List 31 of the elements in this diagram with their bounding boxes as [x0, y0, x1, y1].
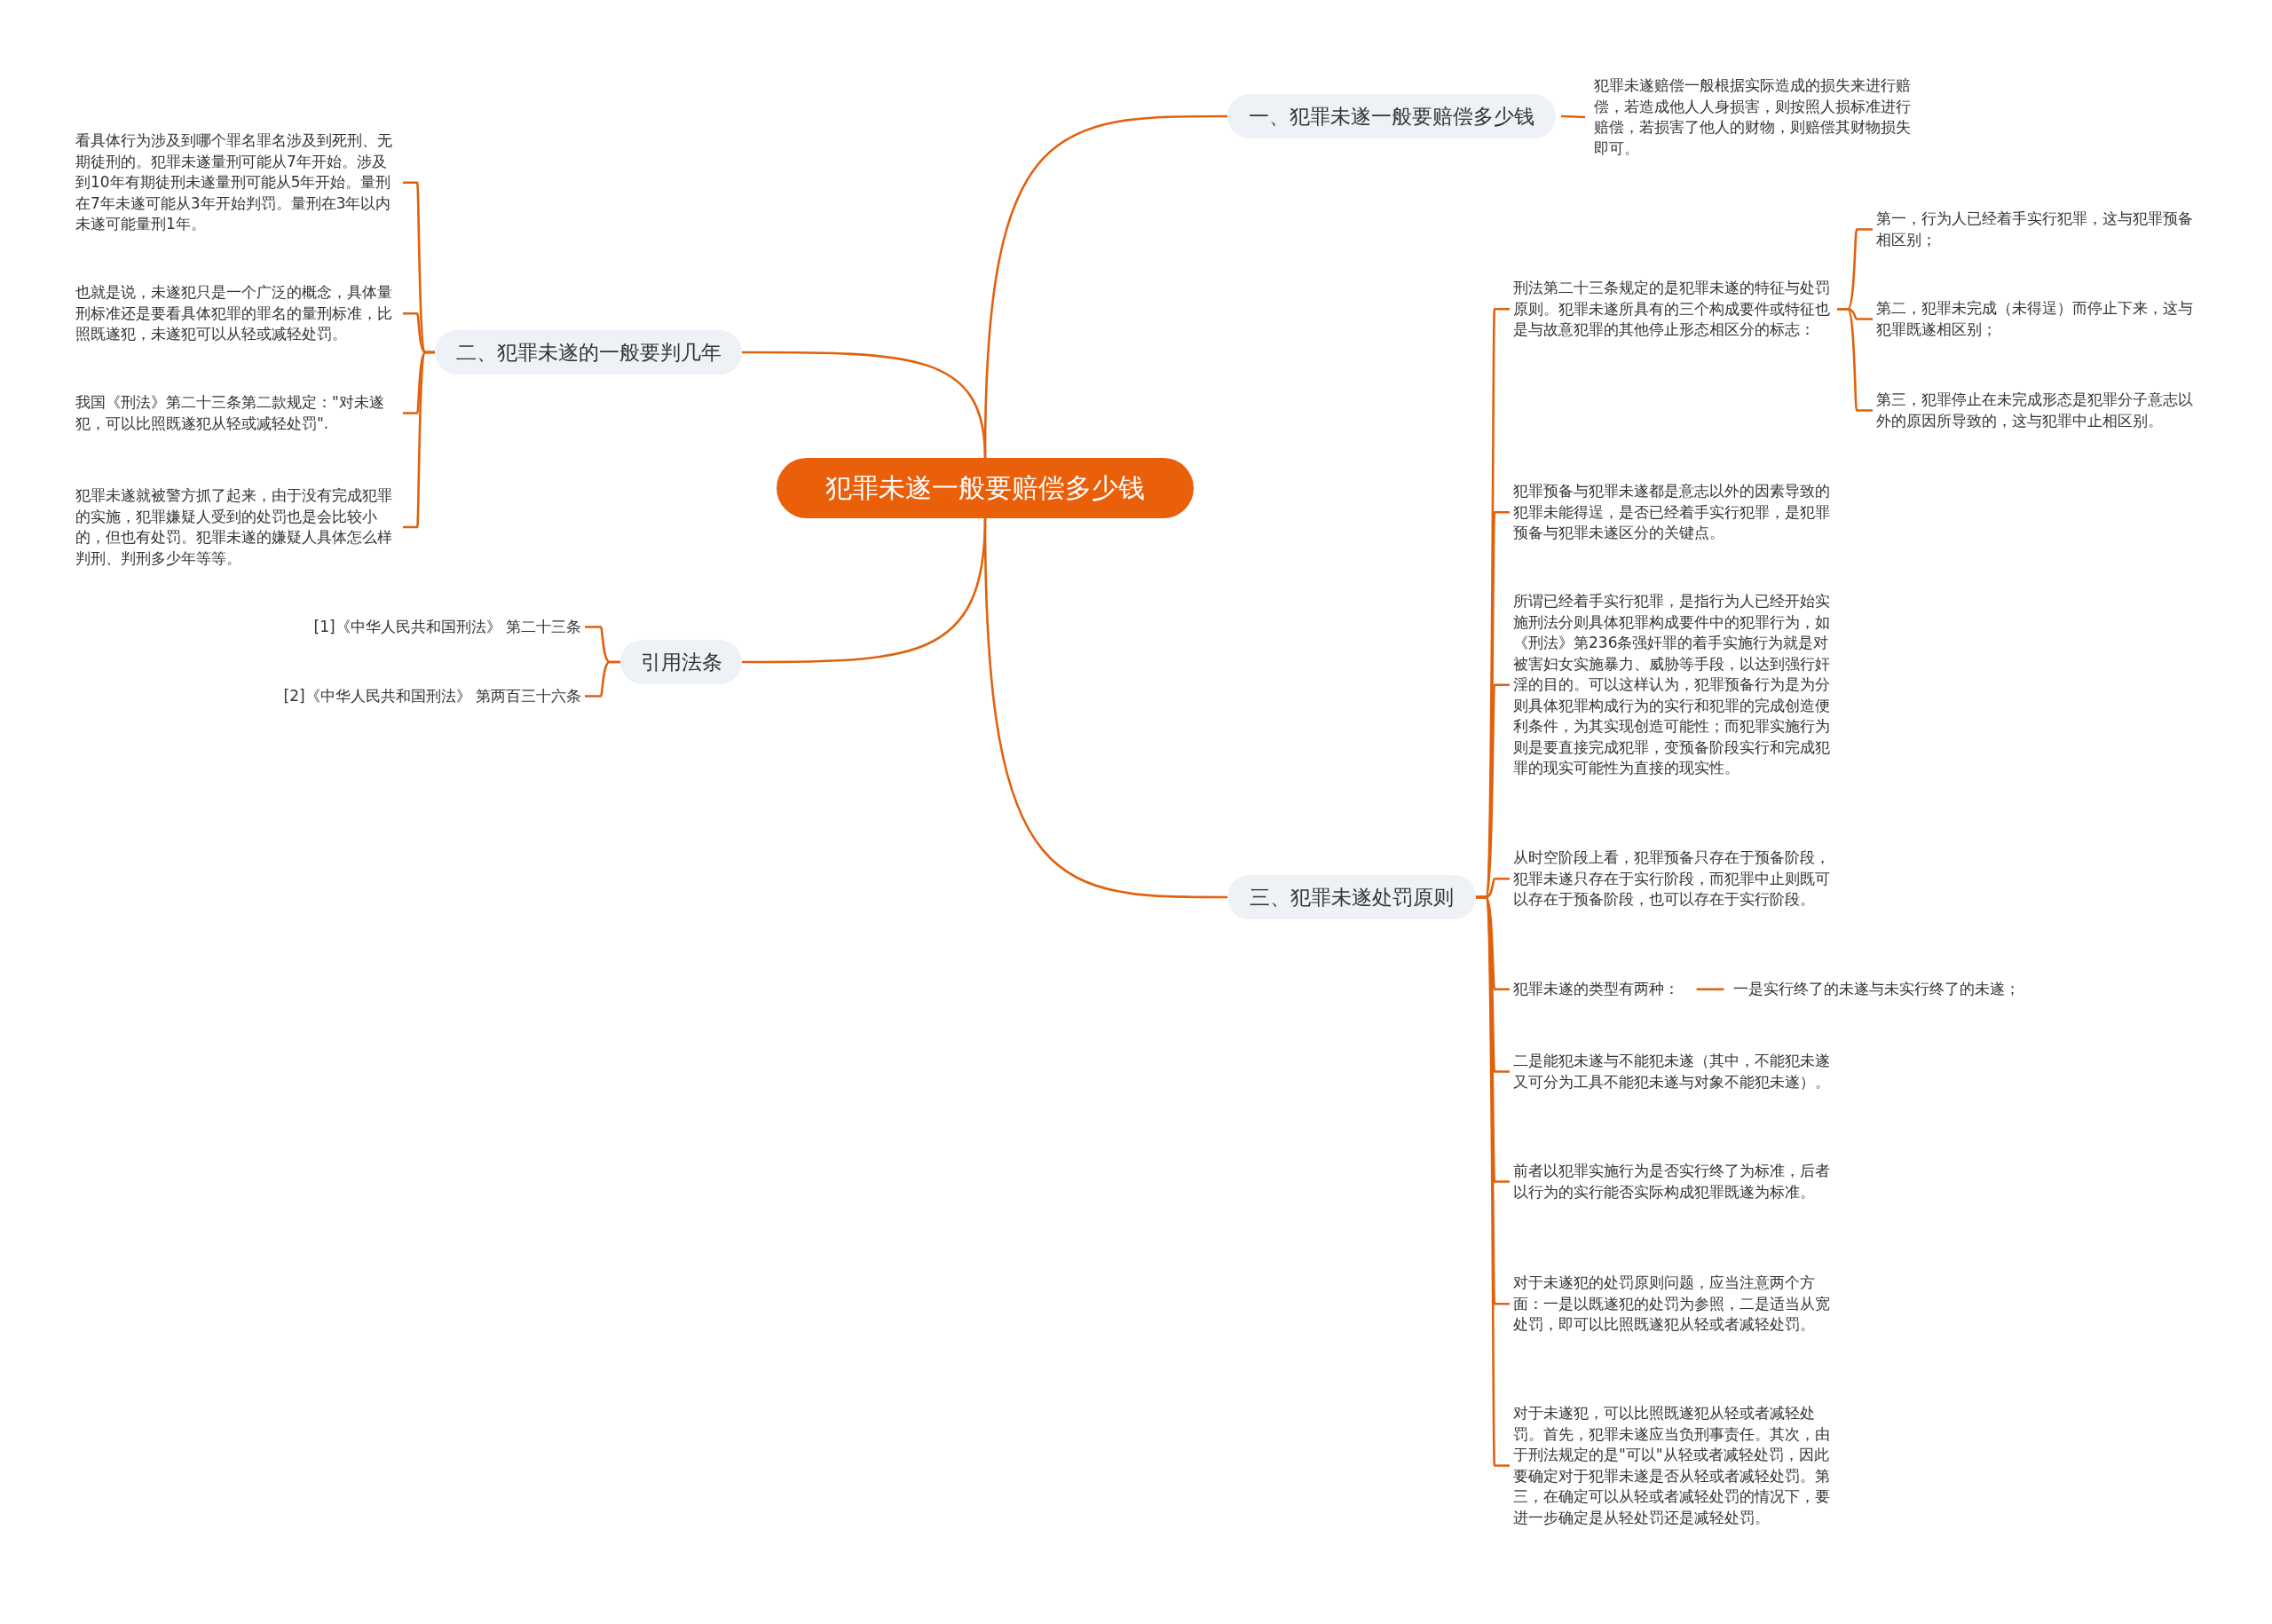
- note-text: 第二，犯罪未完成（未得逞）而停止下来，这与犯罪既遂相区别；: [1876, 298, 2205, 340]
- note-text: 看具体行为涉及到哪个罪名罪名涉及到死刑、无期徒刑的。犯罪未遂量刑可能从7年开始。涉及到10年有期徒刑未遂量刑可能从5年开始。量刑在7年未遂可能从3年开始判罚。量刑在3年以内未遂可能量刑1年。: [75, 130, 399, 235]
- connector-line: [742, 351, 987, 459]
- topic-box: 二、犯罪未遂的一般要判几年: [435, 330, 742, 374]
- note-text: 所谓已经着手实行犯罪，是指行为人已经开始实施刑法分则具体犯罪构成要件中的犯罪行为，如《刑法》第236条强奸罪的着手实施行为就是对被害妇女实施暴力、威胁等手段，以达到强行奸淫的目的。可以这样认为，犯罪预备行为是为分则具体犯罪构成行为的实行和犯罪的完成创造便利条件，为其实现创造可能性；而犯罪实施行为则是要直接完成犯罪，变预备阶段实行和完成犯罪的现实可能性为直接的现实性。: [1513, 591, 1837, 779]
- connector-line: [585, 660, 620, 698]
- note-text: 犯罪预备与犯罪未遂都是意志以外的因素导致的犯罪未能得逞，是否已经着手实行犯罪，是犯罪预备与犯罪未遂区分的关键点。: [1513, 481, 1837, 544]
- connector-line: [983, 517, 1227, 899]
- topic-box: 三、犯罪未遂处罚原则: [1227, 875, 1476, 919]
- note-text: 一是实行终了的未遂与未实行终了的未遂；: [1733, 979, 2053, 1000]
- note-text: 从时空阶段上看，犯罪预备只存在于预备阶段，犯罪未遂只存在于实行阶段，而犯罪中止则既可以存在于预备阶段，也可以存在于实行阶段。: [1513, 847, 1837, 911]
- reference-text: [2]《中华人民共和国刑法》 第两百三十六条: [222, 686, 581, 706]
- note-text: 犯罪未遂赔偿一般根据实际造成的损失来进行赔偿，若造成他人人身损害，则按照人损标准进行赔偿，若损害了他人的财物，则赔偿其财物损失即可。: [1594, 75, 1922, 159]
- note-text: 犯罪未遂就被警方抓了起来，由于没有完成犯罪的实施，犯罪嫌疑人受到的处罚也是会比较小的，但也有处罚。犯罪未遂的嫌疑人具体怎么样判刑、判刑多少年等等。: [75, 485, 399, 569]
- connector-line: [1696, 988, 1724, 991]
- note-text: 我国《刑法》第二十三条第二款规定："对未遂犯，可以比照既遂犯从轻或减轻处罚".: [75, 392, 399, 434]
- central-topic: 犯罪未遂一般要赔偿多少钱: [777, 458, 1194, 518]
- note-text: 刑法第二十三条规定的是犯罪未遂的特征与处罚原则。犯罪未遂所具有的三个构成要件或特征也是与故意犯罪的其他停止形态相区分的标志：: [1513, 278, 1837, 341]
- reference-text: [1]《中华人民共和国刑法》 第二十三条: [222, 617, 581, 637]
- note-text: 也就是说，未遂犯只是一个广泛的概念，具体量刑标准还是要看具体犯罪的罪名的量刑标准，比照既遂犯，未遂犯可以从轻或减轻处罚。: [75, 282, 399, 345]
- note-text: 二是能犯未遂与不能犯未遂（其中，不能犯未遂又可分为工具不能犯未遂与对象不能犯未遂）。: [1513, 1051, 1837, 1092]
- note-text: 犯罪未遂的类型有两种：: [1513, 979, 1691, 1000]
- topic-box: 一、犯罪未遂一般要赔偿多少钱: [1227, 94, 1556, 138]
- connector-line: [1837, 307, 1873, 412]
- note-text: 前者以犯罪实施行为是否实行终了为标准，后者以行为的实行能否实际构成犯罪既遂为标准。: [1513, 1161, 1837, 1202]
- note-text: 第三，犯罪停止在未完成形态是犯罪分子意志以外的原因所导致的，这与犯罪中止相区别。: [1876, 390, 2205, 431]
- note-text: 对于未遂犯，可以比照既遂犯从轻或者减轻处罚。首先，犯罪未遂应当负刑事责任。其次，由于刑法规定的是"可以"从轻或者减轻处罚，因此要确定对于犯罪未遂是否从轻或者减轻处罚。第三，在确定可以从轻或者减轻处罚的情况下，要进一步确定是从轻处罚还是减轻处罚。: [1513, 1403, 1837, 1528]
- note-text: 第一，行为人已经着手实行犯罪，这与犯罪预备相区别；: [1876, 209, 2205, 250]
- note-text: 对于未遂犯的处罚原则问题，应当注意两个方面：一是以既遂犯的处罚为参照，二是适当从宽处罚，即可以比照既遂犯从轻或者减轻处罚。: [1513, 1273, 1837, 1336]
- connector-line: [1560, 114, 1586, 119]
- topic-box: 引用法条: [620, 640, 742, 684]
